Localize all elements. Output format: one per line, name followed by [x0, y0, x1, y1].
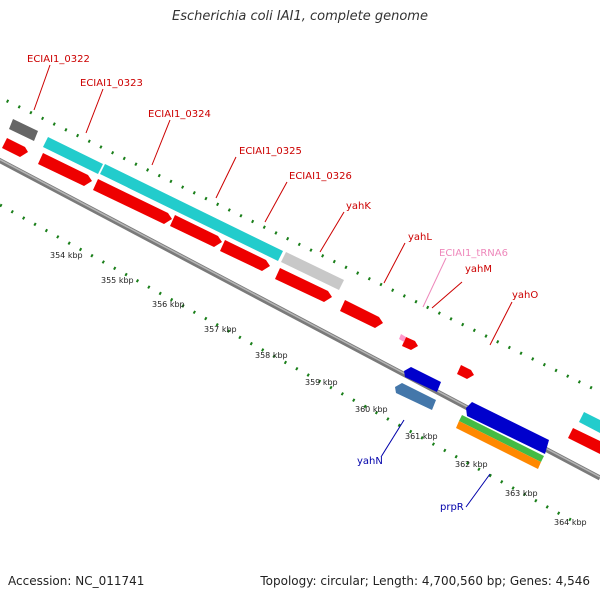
- kbp-tick-label: 354 kbp: [50, 251, 83, 260]
- gene-label: yahK: [346, 201, 371, 212]
- cds-arrow-9: [457, 365, 474, 379]
- trna-feature: [399, 334, 406, 342]
- cds-arrow-6: [275, 268, 332, 302]
- map-title: Escherichia coli IAI1, complete genome: [172, 9, 428, 24]
- cds-arrow-7: [340, 300, 383, 328]
- cog-orange-bar: [456, 421, 541, 469]
- kbp-tick-labels: 354 kbp 355 kbp 356 kbp 357 kbp 358 kbp …: [50, 251, 587, 527]
- kbp-tick-label: 364 kbp: [554, 518, 587, 527]
- cds-reverse-3: [466, 402, 549, 454]
- cds-arrow-10: [568, 428, 600, 454]
- gene-label: ECIAI1_0322: [27, 54, 90, 65]
- feature-cyan-3: [579, 412, 600, 433]
- gene-label: ECIAI1_0324: [148, 109, 211, 120]
- gene-label: yahN: [357, 456, 383, 467]
- feature-darkgrey-1: [9, 119, 38, 141]
- label-leaders: [33, 64, 513, 508]
- feature-grey-1: [281, 252, 344, 290]
- kbp-tick-label: 359 kbp: [305, 378, 338, 387]
- gene-label: yahL: [408, 232, 432, 243]
- outer-tick-ring: [0, 95, 600, 394]
- cds-arrow-5: [220, 240, 270, 271]
- cds-arrow-8: [402, 337, 418, 350]
- cds-reverse-1: [404, 367, 441, 392]
- topology-text: Topology: circular; Length: 4,700,560 bp…: [260, 574, 590, 588]
- gene-label: yahM: [465, 264, 492, 275]
- gene-label: ECIAI1_0325: [239, 146, 302, 157]
- kbp-tick-label: 356 kbp: [152, 300, 185, 309]
- cds-arrow-3: [93, 179, 172, 224]
- kbp-tick-label: 360 kbp: [355, 405, 388, 414]
- kbp-tick-label: 361 kbp: [405, 432, 438, 441]
- kbp-tick-label: 355 kbp: [101, 276, 134, 285]
- gene-label: ECIAI1_0323: [80, 78, 143, 89]
- gene-label: prpR: [440, 502, 464, 513]
- cds-arrow-4: [170, 215, 222, 247]
- feature-track-cog: [9, 119, 600, 433]
- cog-green-bar: [459, 415, 544, 462]
- forward-cds-track: [2, 138, 600, 454]
- kbp-tick-label: 357 kbp: [204, 325, 237, 334]
- gene-label: yahO: [512, 290, 538, 301]
- gene-label: ECIAI1_tRNA6: [439, 248, 508, 259]
- reverse-cds-track: [395, 367, 549, 469]
- feature-cyan-1: [43, 137, 103, 174]
- cds-arrow-1: [2, 138, 28, 157]
- cds-reverse-2: [395, 383, 436, 410]
- cds-arrow-2: [38, 153, 92, 186]
- accession-text: Accession: NC_011741: [8, 574, 145, 588]
- gene-label: ECIAI1_0326: [289, 171, 352, 182]
- kbp-tick-label: 363 kbp: [505, 489, 538, 498]
- kbp-tick-label: 358 kbp: [255, 351, 288, 360]
- feature-cyan-2: [100, 164, 283, 261]
- kbp-tick-label: 362 kbp: [455, 460, 488, 469]
- gene-labels: ECIAI1_0322 ECIAI1_0323 ECIAI1_0324 ECIA…: [27, 54, 538, 513]
